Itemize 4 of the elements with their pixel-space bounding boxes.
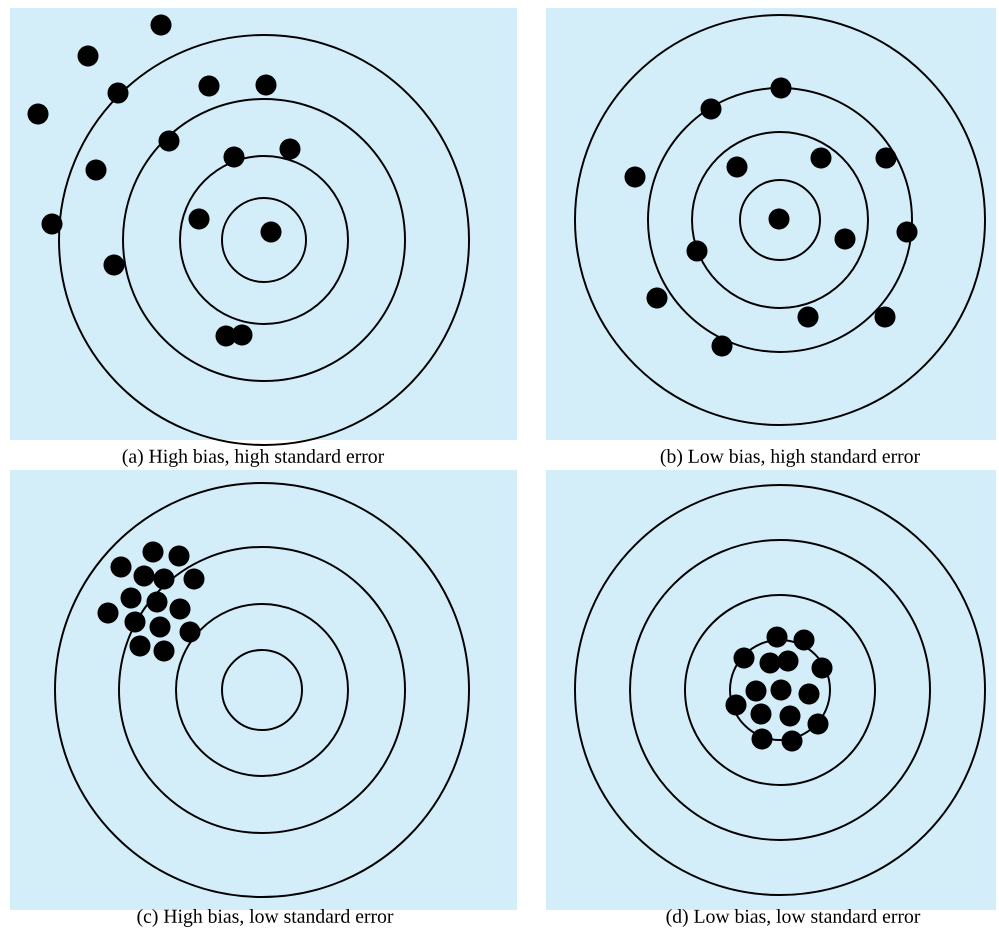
caption: (c) High bias, low standard error	[137, 909, 394, 927]
caption: (d) Low bias, low standard error	[666, 909, 920, 927]
caption: (b) Low bias, high standard error	[660, 449, 920, 467]
caption: (a) High bias, high standard error	[122, 449, 384, 467]
